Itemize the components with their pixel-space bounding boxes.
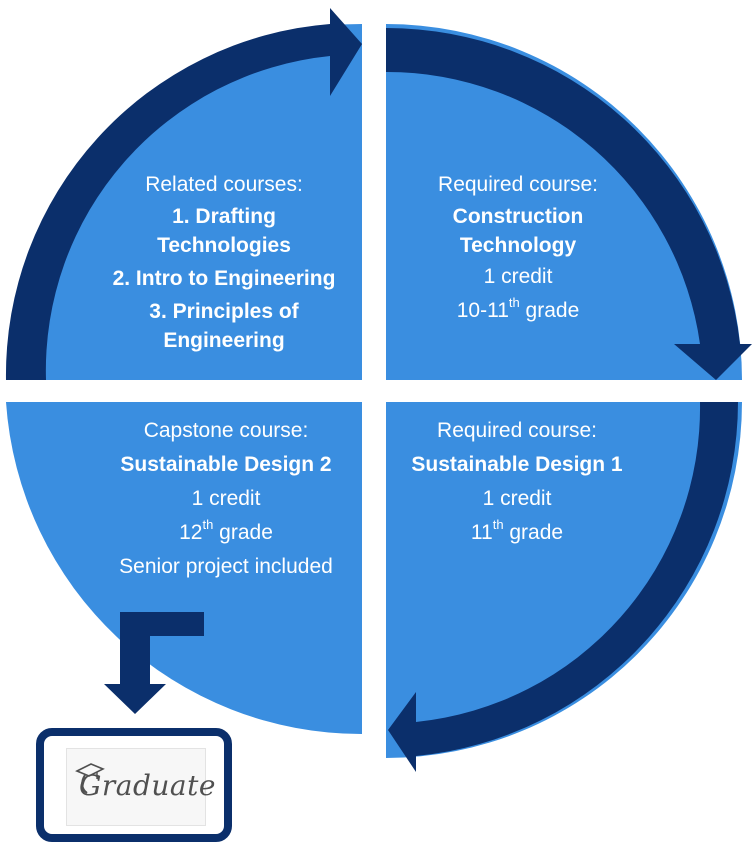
required-course-label: Required course: [438, 173, 598, 196]
course-title: Sustainable Design 1 [411, 453, 623, 476]
arrow-top-right [386, 27, 752, 381]
related-courses-label: Related courses: [145, 173, 303, 196]
course-title: Technology [459, 234, 577, 257]
quadrant-bottom-right [386, 402, 742, 758]
required-course-label: Required course: [437, 419, 597, 442]
related-course-item: 1. Drafting [172, 205, 276, 228]
related-courses-block: Related courses: 1. Drafting Technologie… [88, 168, 360, 355]
sustainable-design-1-block: Required course: Sustainable Design 1 1 … [394, 414, 640, 550]
course-grade: 10-11th grade [456, 295, 580, 322]
quadrant-bottom-left [6, 402, 362, 735]
course-credit: 1 credit [483, 265, 553, 288]
course-grade: 12th grade [179, 517, 273, 544]
sustainable-design-2-block: Capstone course: Sustainable Design 2 1 … [98, 414, 354, 584]
related-course-item: 3. Principles of [149, 300, 299, 323]
graduate-logo: Graduate [66, 748, 215, 826]
construction-technology-block: Required course: Construction Technology… [400, 168, 636, 328]
course-grade: 11th grade [470, 517, 564, 544]
related-course-item: Engineering [163, 329, 285, 352]
course-note: Senior project included [119, 555, 333, 578]
quadrant-top-left [6, 24, 362, 380]
course-credit: 1 credit [191, 487, 261, 510]
arrow-to-graduate [104, 612, 204, 714]
graduate-box: Graduate [36, 728, 232, 842]
quadrant-top-right [386, 24, 742, 380]
course-credit: 1 credit [482, 487, 552, 510]
graduation-cap-icon [75, 763, 105, 794]
course-title: Sustainable Design 2 [120, 453, 332, 476]
graduate-text: Graduate [79, 769, 216, 802]
related-course-item: 2. Intro to Engineering [112, 267, 336, 290]
capstone-course-label: Capstone course: [143, 419, 309, 442]
arrow-top-left [5, 8, 362, 380]
related-course-item: Technologies [157, 234, 291, 257]
arrow-bottom-right [388, 402, 738, 772]
course-title: Construction [452, 205, 584, 228]
